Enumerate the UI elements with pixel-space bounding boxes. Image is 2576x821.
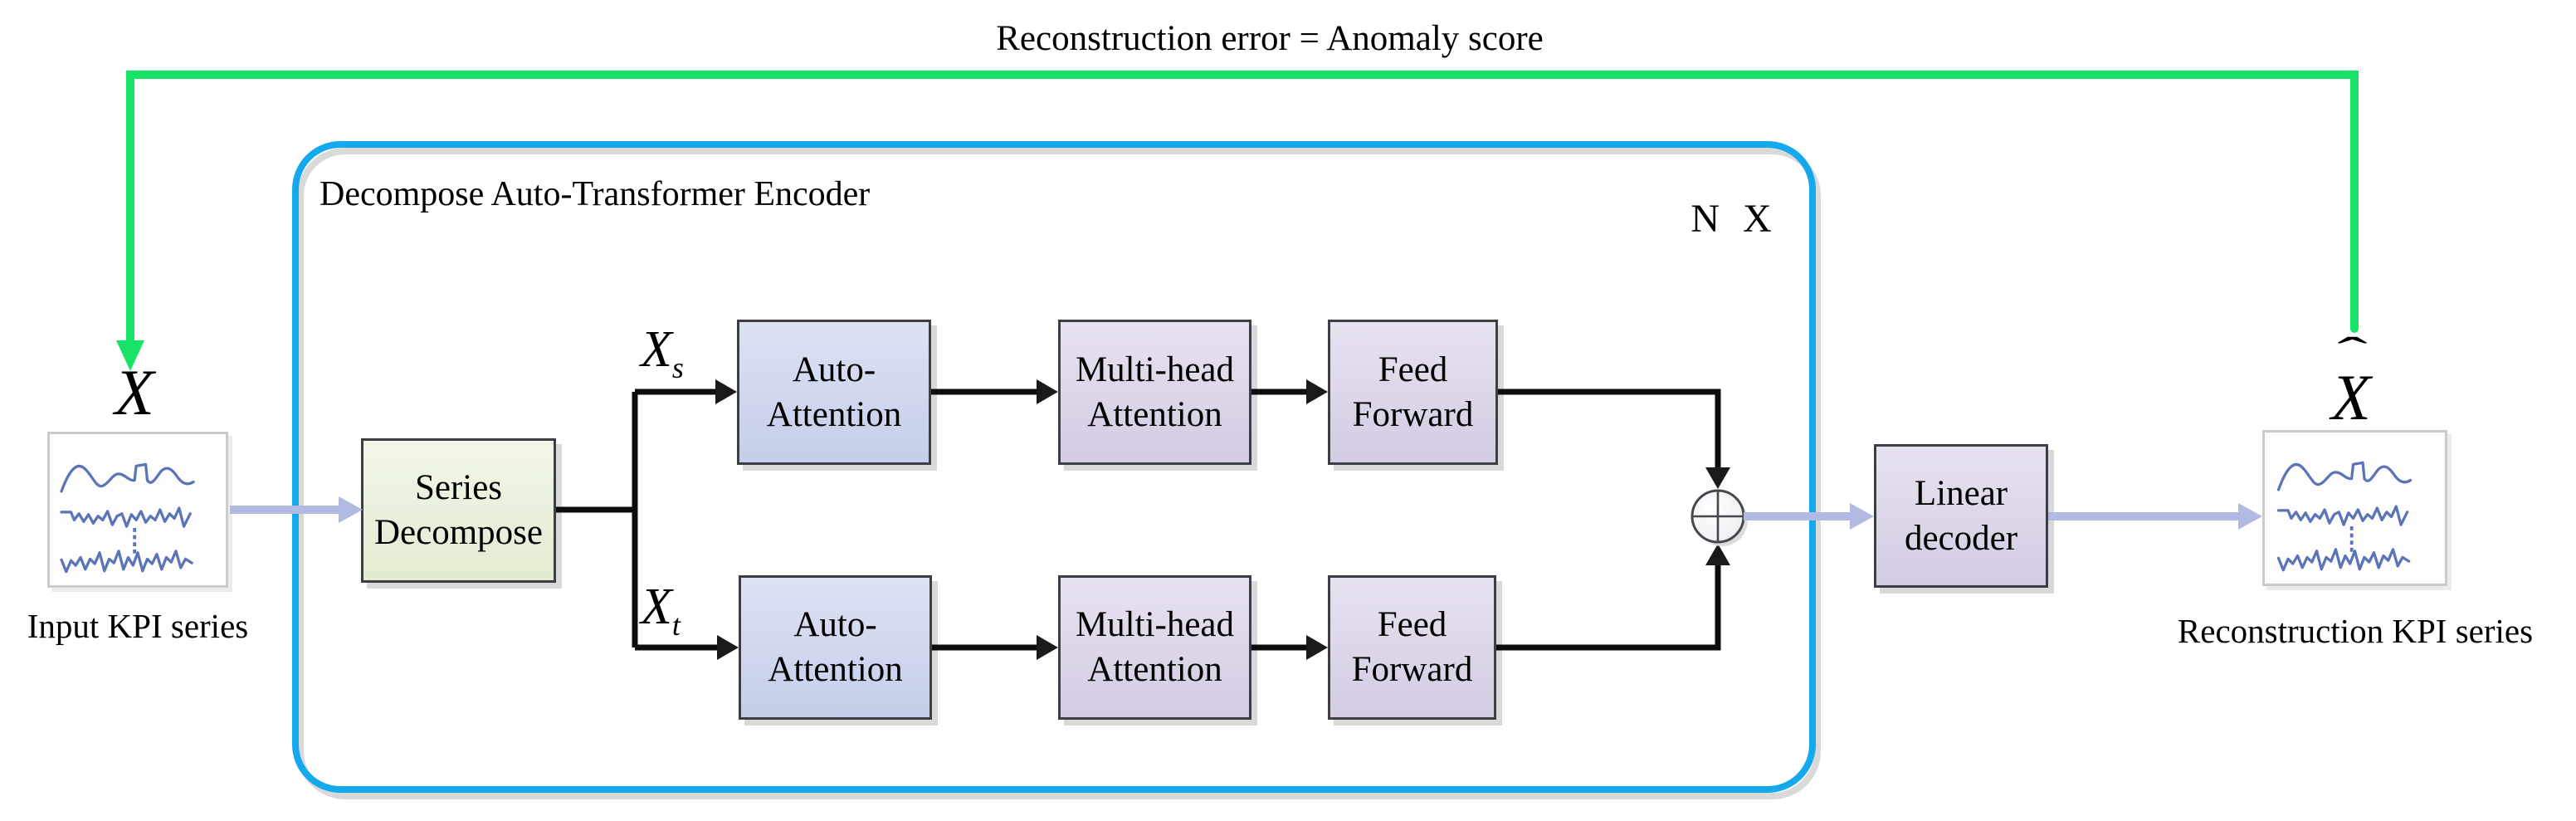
output-kpi-thumbnail: [2262, 430, 2447, 586]
trend-base: X: [641, 579, 672, 635]
multi-head-attention-bottom-block: Multi-head Attention: [1058, 575, 1251, 720]
multi-head-bottom-line2: Attention: [1087, 650, 1222, 689]
feed-forward-bottom-line1: Feed: [1377, 605, 1447, 644]
input-kpi-thumbnail: [47, 432, 228, 588]
encoder-repeat-count: N X: [1690, 197, 1778, 241]
input-caption: Input KPI series: [27, 607, 249, 645]
seasonal-subscript: s: [671, 351, 684, 384]
auto-attention-bottom-line1: Auto-: [793, 605, 877, 644]
feed-forward-top-line1: Feed: [1378, 349, 1448, 389]
output-waveform-icon: [2265, 432, 2445, 584]
decoder-to-output-arrow: [2048, 503, 2262, 530]
series-decompose-block: Series Decompose: [361, 438, 556, 583]
series-decompose-line2: Decompose: [374, 513, 543, 552]
hat-accent: ˆ: [2337, 330, 2368, 377]
multi-head-attention-top-block: Multi-head Attention: [1058, 320, 1251, 465]
seasonal-base: X: [641, 321, 672, 378]
linear-decoder-line2: decoder: [1904, 518, 2018, 558]
seasonal-branch-label: Xs: [641, 320, 684, 385]
auto-attention-top-line2: Attention: [766, 394, 902, 434]
linear-decoder-line1: Linear: [1914, 473, 2008, 513]
input-waveform-icon: [50, 434, 226, 585]
auto-attention-bottom-line2: Attention: [768, 650, 903, 689]
trend-subscript: t: [671, 608, 681, 642]
series-decompose-line1: Series: [414, 468, 503, 507]
encoder-title: Decompose Auto-Transformer Encoder: [320, 175, 871, 213]
feed-forward-top-line2: Forward: [1352, 394, 1474, 434]
feedback-caption: Reconstruction error = Anomaly score: [996, 19, 1544, 58]
input-variable-label: X: [115, 356, 154, 428]
output-variable-base: X: [2331, 361, 2371, 433]
auto-attention-bottom-block: Auto- Attention: [739, 575, 932, 720]
multi-head-bottom-line1: Multi-head: [1075, 605, 1235, 644]
feed-forward-bottom-block: Feed Forward: [1328, 575, 1496, 720]
multi-head-top-line2: Attention: [1087, 394, 1222, 434]
multi-head-top-line1: Multi-head: [1075, 349, 1235, 389]
linear-decoder-block: Linear decoder: [1874, 444, 2048, 588]
feed-forward-top-block: Feed Forward: [1328, 320, 1498, 465]
output-caption: Reconstruction KPI series: [2177, 612, 2534, 650]
auto-attention-top-line1: Auto-: [792, 349, 876, 389]
trend-branch-label: Xt: [641, 578, 681, 643]
feed-forward-bottom-line2: Forward: [1351, 650, 1473, 689]
auto-attention-top-block: Auto- Attention: [737, 320, 931, 465]
